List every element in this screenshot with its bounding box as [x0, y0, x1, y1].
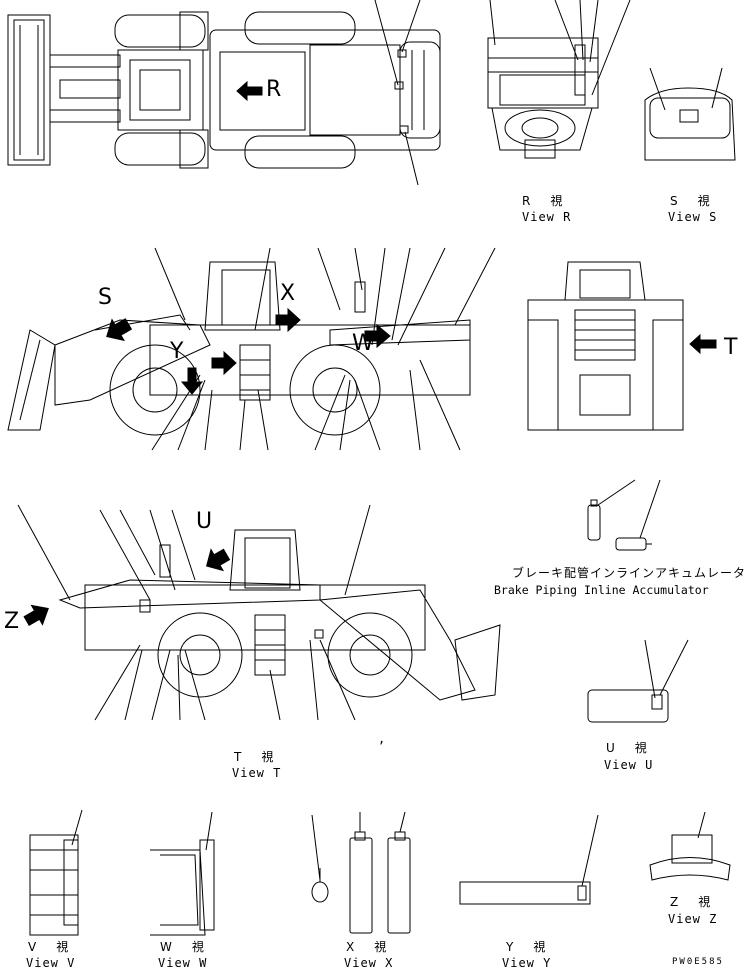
view-y-label-jp: Y 視	[506, 940, 550, 954]
side-view-right	[18, 505, 500, 720]
view-u-label-en: View U	[604, 758, 654, 772]
rear-view	[528, 262, 716, 430]
view-y-label-en: View Y	[502, 956, 552, 970]
accumulator-label-en: Brake Piping Inline Accumulator	[494, 583, 709, 597]
accumulator-drawing	[588, 480, 660, 550]
view-v-drawing	[30, 810, 82, 935]
view-x-drawing	[312, 812, 410, 933]
top-plan-view	[8, 0, 440, 185]
view-r-drawing	[488, 0, 630, 158]
view-s-label-en: View S	[668, 210, 718, 224]
marker-y: Y	[170, 339, 184, 364]
marker-z: Z	[4, 609, 20, 634]
side-view-left	[8, 248, 495, 450]
marker-x: X	[280, 281, 296, 306]
view-w-label-jp: W 視	[160, 940, 208, 954]
view-z-label-jp: Z 視	[670, 895, 715, 909]
view-r-label-jp: R 視	[522, 194, 567, 208]
accumulator-label-jp: ブレーキ配管インラインアキュムレータ	[512, 566, 747, 580]
view-s-label-jp: S 視	[670, 194, 714, 208]
view-x-label-en: View X	[344, 956, 394, 970]
view-s-drawing	[645, 68, 735, 160]
view-u-label-jp: U 視	[606, 741, 651, 755]
view-t-label-jp: T 視	[234, 750, 278, 764]
view-w-drawing	[150, 812, 214, 935]
marker-s: S	[98, 285, 112, 310]
view-z-label-en: View Z	[668, 912, 718, 926]
marker-w: W	[352, 331, 374, 356]
view-w-label-en: View W	[158, 956, 208, 970]
view-v-label-jp: V 視	[28, 940, 73, 954]
stray-mark: ,	[378, 732, 387, 746]
view-v-label-en: View V	[26, 956, 76, 970]
view-y-drawing	[460, 815, 598, 904]
marker-u: U	[196, 509, 213, 534]
view-x-label-jp: X 視	[346, 940, 391, 954]
view-t-label-en: View T	[232, 766, 282, 780]
marker-r: R	[266, 77, 282, 102]
marker-t: T	[724, 335, 738, 360]
view-r-label-en: View R	[522, 210, 572, 224]
drawing-code: PW0E585	[672, 957, 724, 967]
view-z-drawing	[650, 812, 730, 880]
view-u-drawing	[588, 640, 688, 722]
